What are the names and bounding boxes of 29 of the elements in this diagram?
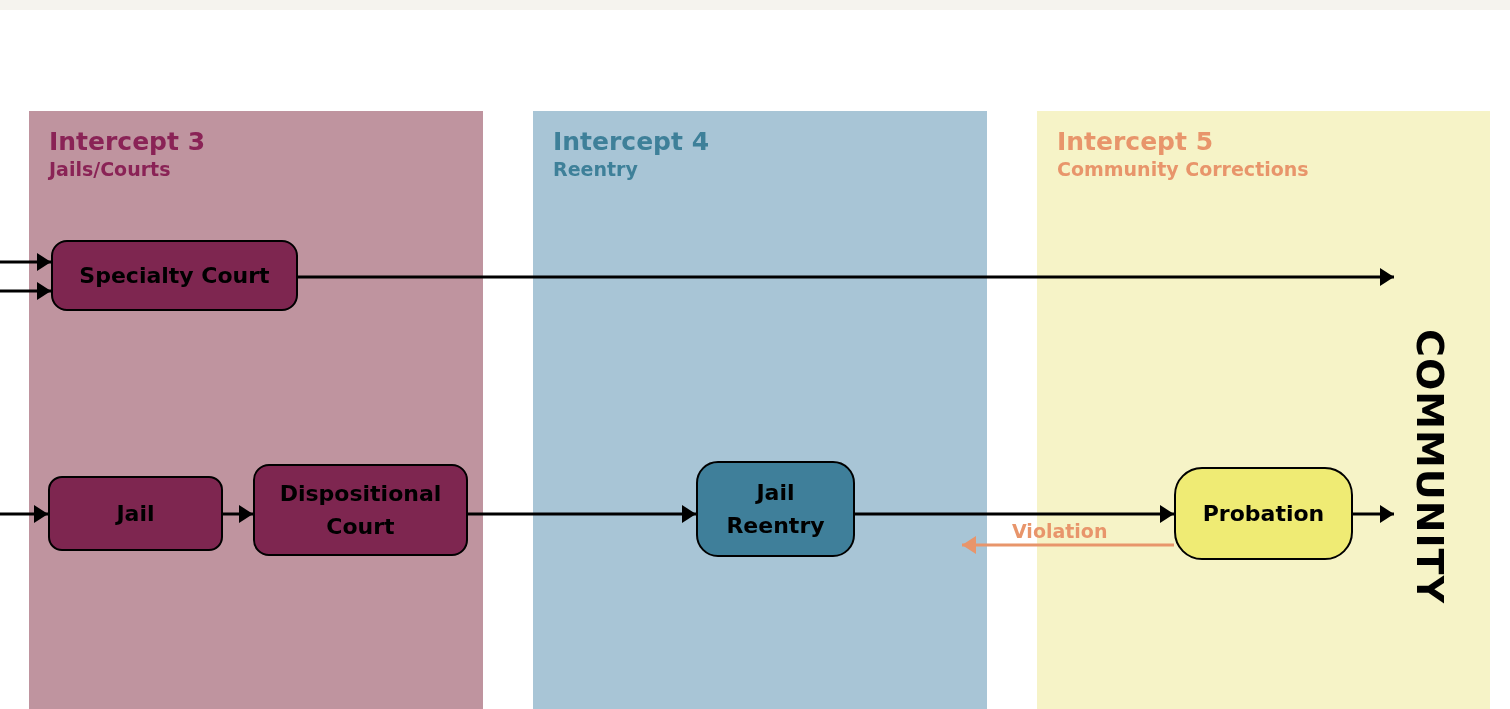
arrow — [223, 505, 253, 523]
edge-label: Violation — [1012, 522, 1108, 541]
box-label: Probation — [1202, 500, 1325, 528]
band-subheading: Jails/Courts — [49, 157, 171, 182]
arrow — [0, 505, 48, 523]
intercept-band — [533, 111, 987, 709]
vertical-label: COMMUNITY — [1408, 329, 1452, 605]
box-label: Jail — [116, 500, 155, 528]
band-heading: Intercept 4 — [553, 127, 710, 157]
arrow — [855, 505, 1174, 523]
process-box — [48, 476, 223, 551]
band-heading: Intercept 5 — [1057, 127, 1214, 157]
process-box — [253, 464, 468, 556]
intercept-band — [29, 111, 483, 709]
band-subheading: Reentry — [553, 157, 638, 182]
arrow — [298, 268, 1394, 286]
box-label: Specialty Court — [79, 262, 270, 290]
box-label: Jail Reentry — [725, 479, 826, 540]
box-label: Dispositional Court — [278, 480, 443, 541]
band-heading: Intercept 3 — [49, 127, 206, 157]
band-subheading: Community Corrections — [1057, 157, 1309, 182]
process-box — [696, 461, 855, 557]
arrow — [0, 253, 51, 271]
process-box — [51, 240, 298, 311]
arrow — [468, 505, 696, 523]
arrow — [1353, 505, 1394, 523]
process-box — [1174, 467, 1353, 560]
arrow — [962, 536, 1174, 554]
arrow — [0, 282, 51, 300]
